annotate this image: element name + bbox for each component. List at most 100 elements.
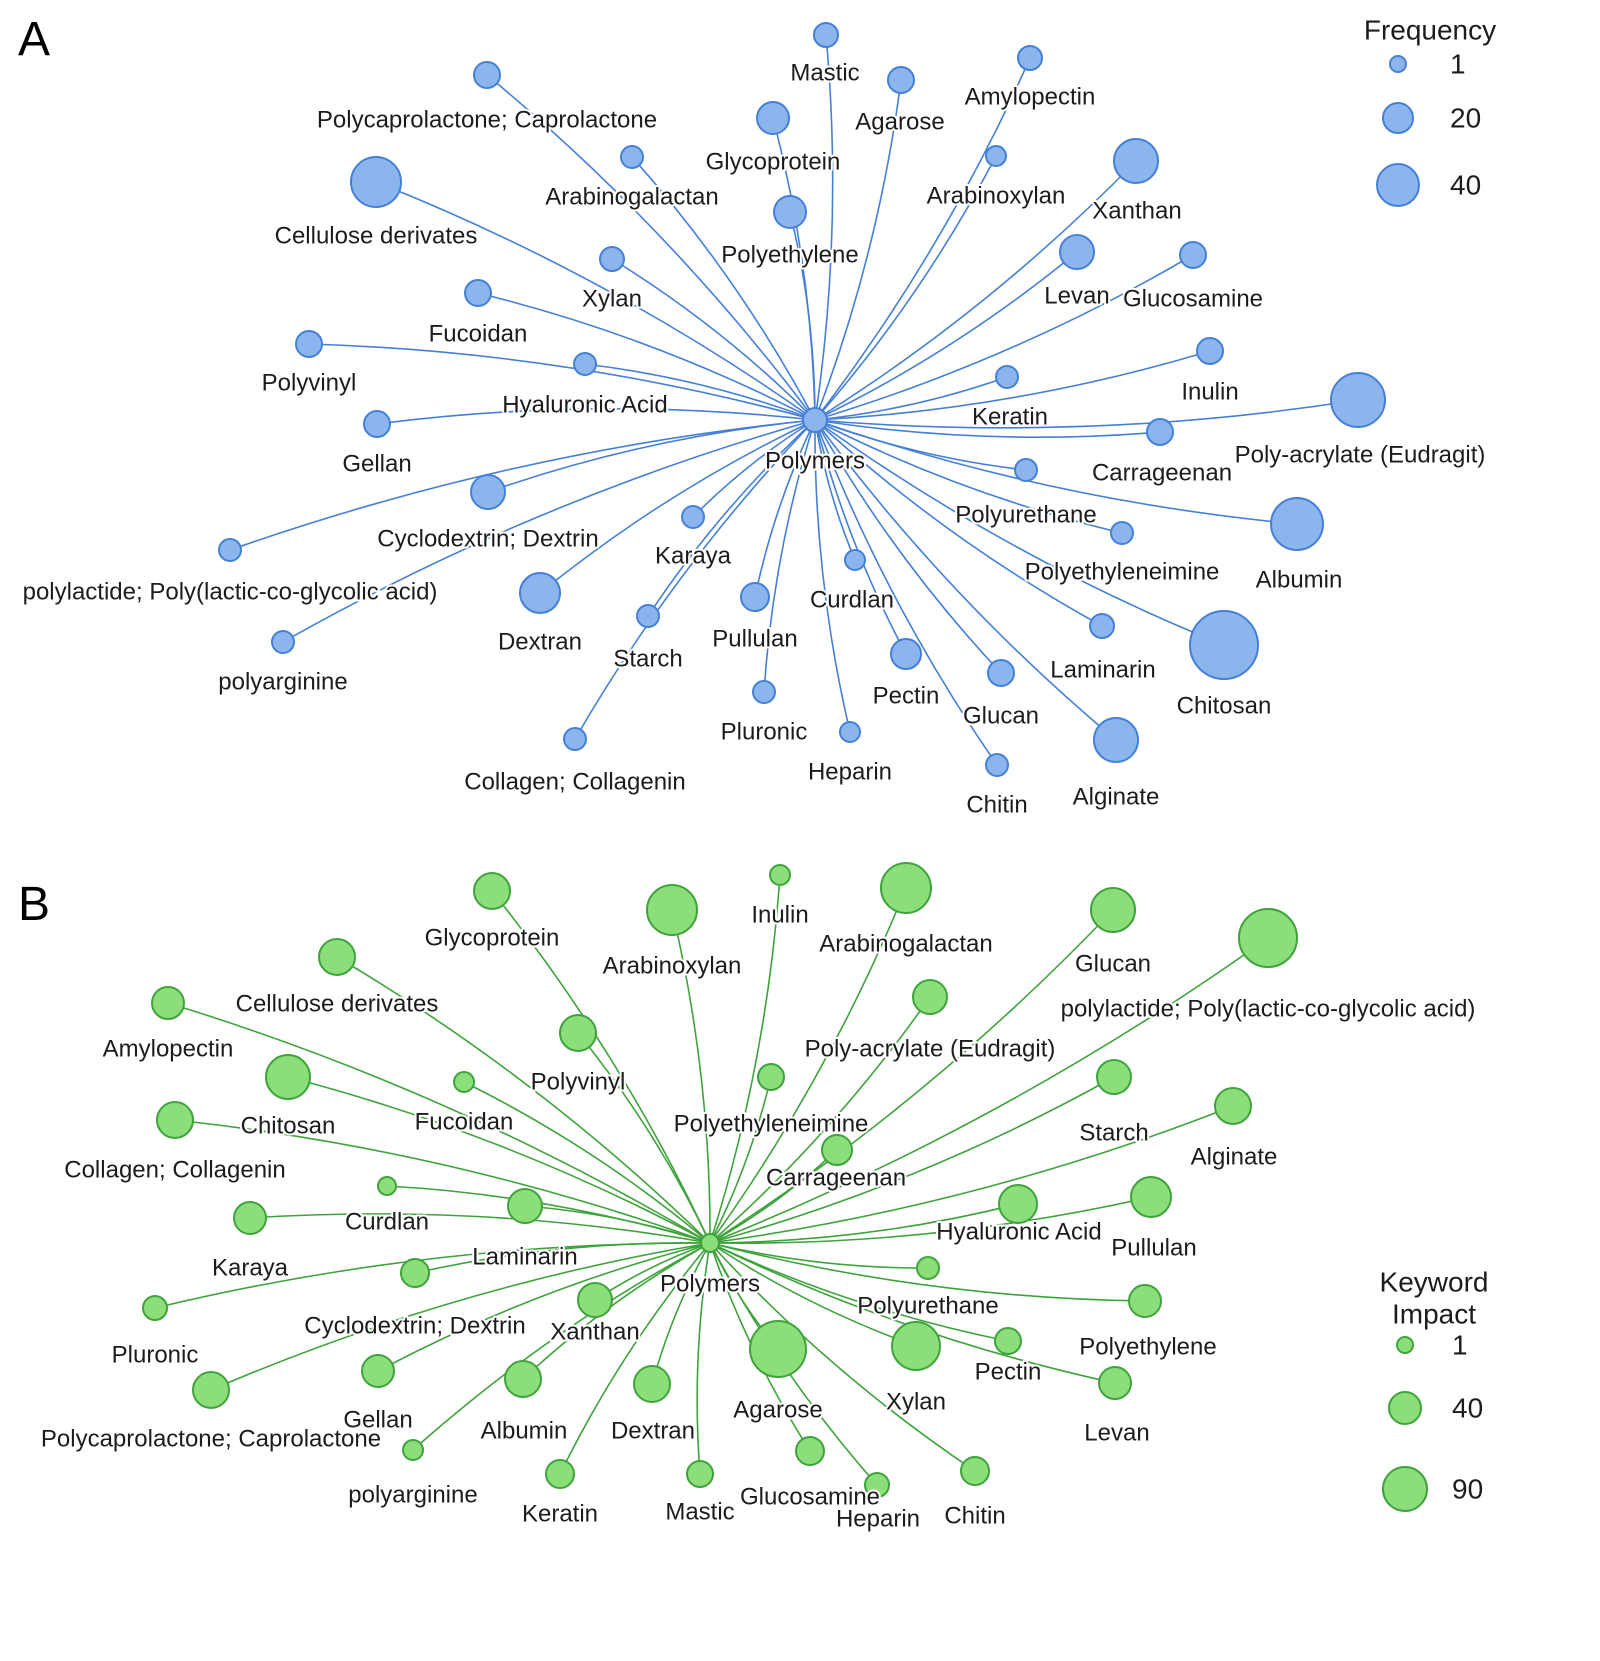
edge-polymers-to-glucosamine	[814, 254, 1194, 421]
node-collagen-collagenin	[563, 727, 587, 751]
panel-b-bubbles	[142, 862, 1298, 1498]
node-polyethylene	[1128, 1284, 1162, 1318]
node-label-karaya: Karaya	[655, 543, 732, 570]
edge-polymers-to-pectin	[814, 419, 907, 655]
edge-polymers-to-cellulose-derivates	[375, 181, 816, 421]
node-label-arabinoxylan: Arabinoxylan	[603, 953, 742, 980]
node-xanthan	[1113, 138, 1159, 184]
edge-polymers-to-poly-acrylate-eudragit	[709, 996, 931, 1244]
node-label-agarose: Agarose	[733, 1397, 822, 1424]
node-label-polyethyleneimine: Polyethyleneimine	[1025, 559, 1220, 586]
node-label-polyvinyl: Polyvinyl	[531, 1069, 626, 1096]
node-label-chitosan: Chitosan	[241, 1113, 336, 1140]
node-label-carrageenan: Carrageenan	[1092, 460, 1232, 487]
node-label-polycaprolactone-caprolactone: Polycaprolactone; Caprolactone	[317, 107, 657, 134]
edge-polymers-to-karaya	[692, 419, 816, 518]
node-label-curdlan: Curdlan	[810, 587, 894, 614]
node-inulin	[1196, 337, 1224, 365]
edge-polymers-to-starch	[709, 1076, 1115, 1244]
node-karaya	[681, 505, 705, 529]
legend-bubble-keyword-impact-90	[1382, 1466, 1428, 1512]
edge-polymers-to-inulin	[709, 874, 781, 1244]
panel-a-labels: MasticAgaroseAmylopectinPolycaprolactone…	[21, 58, 1488, 821]
edge-polymers-to-keratin	[559, 1242, 711, 1475]
node-fucoidan	[464, 279, 492, 307]
node-label-polylactide-poly-lactic-co-glycolic-acid: polylactide; Poly(lactic-co-glycolic aci…	[23, 579, 438, 606]
edge-polymers-to-carrageenan	[814, 419, 1161, 439]
edge-polymers-to-chitin	[709, 1242, 976, 1472]
edge-polymers-to-glucan	[709, 909, 1114, 1244]
legend-value-keyword-impact-40: 40	[1452, 1393, 1483, 1424]
node-label-glucosamine: Glucosamine	[1123, 286, 1263, 313]
node-glycoprotein	[473, 872, 511, 910]
edge-polymers-to-xylan	[611, 258, 816, 421]
node-polyethyleneimine	[1110, 521, 1134, 545]
edge-polymers-to-levan	[814, 251, 1078, 421]
node-pluronic	[142, 1295, 168, 1321]
edge-polymers-to-carrageenan	[709, 1149, 838, 1244]
edge-polymers-to-arabinoxylan	[814, 155, 997, 421]
edge-polymers-to-polycaprolactone-caprolactone	[486, 74, 816, 421]
node-label-inulin: Inulin	[751, 902, 808, 929]
node-starch	[1096, 1059, 1132, 1095]
edge-polymers-to-poly-acrylate-eudragit	[814, 399, 1359, 429]
edge-polymers-to-collagen-collagenin	[574, 419, 816, 740]
edge-polymers-to-arabinogalactan	[631, 156, 816, 421]
panel-b-edges	[154, 874, 1269, 1486]
node-label-cellulose-derivates: Cellulose derivates	[236, 991, 439, 1018]
edge-polymers-to-alginate	[709, 1105, 1234, 1244]
node-albumin	[1270, 497, 1324, 551]
node-cellulose-derivates	[350, 156, 402, 208]
edge-polymers-to-hyaluronic-acid	[709, 1203, 1019, 1244]
edge-polymers-to-mastic	[696, 1242, 711, 1475]
node-glucosamine	[1179, 241, 1207, 269]
node-label-arabinogalactan: Arabinogalactan	[819, 931, 992, 958]
node-label-polycaprolactone-caprolactone: Polycaprolactone; Caprolactone	[41, 1426, 381, 1453]
node-label-pectin: Pectin	[975, 1359, 1042, 1386]
center-node-polymers	[700, 1233, 720, 1253]
node-label-fucoidan: Fucoidan	[429, 321, 528, 348]
panel-b: GlycoproteinInulinArabinoxylanArabinogal…	[18, 862, 1488, 1535]
node-label-pullulan: Pullulan	[712, 626, 797, 653]
node-label-polylactide-poly-lactic-co-glycolic-acid: polylactide; Poly(lactic-co-glycolic aci…	[1061, 996, 1476, 1023]
node-agarose	[887, 66, 915, 94]
node-collagen-collagenin	[156, 1101, 194, 1139]
node-dextran	[633, 1365, 671, 1403]
edge-polymers-to-fucoidan	[477, 292, 816, 421]
node-heparin	[839, 721, 861, 743]
node-label-dextran: Dextran	[498, 629, 582, 656]
node-hyaluronic-acid	[998, 1184, 1038, 1224]
node-amylopectin	[151, 986, 185, 1020]
edge-polymers-to-polyarginine	[412, 1242, 711, 1451]
node-karaya	[233, 1201, 267, 1235]
node-label-arabinoxylan: Arabinoxylan	[927, 183, 1066, 210]
edge-polymers-to-polyethylene	[789, 211, 816, 421]
node-curdlan	[844, 549, 866, 571]
node-label-cyclodextrin-dextrin: Cyclodextrin; Dextrin	[377, 526, 598, 553]
node-polyarginine	[271, 630, 295, 654]
node-label-amylopectin: Amylopectin	[103, 1036, 234, 1063]
legend-bubble-frequency-1	[1389, 55, 1407, 73]
node-label-pluronic: Pluronic	[721, 719, 808, 746]
edge-polymers-to-pullulan	[709, 1196, 1152, 1245]
node-arabinogalactan	[880, 862, 932, 914]
node-cyclodextrin-dextrin	[470, 474, 506, 510]
node-label-albumin: Albumin	[481, 1418, 568, 1445]
legend-value-keyword-impact-1: 1	[1452, 1330, 1468, 1361]
node-polyethyleneimine	[757, 1063, 785, 1091]
edge-polymers-to-polyarginine	[282, 419, 816, 643]
edge-polymers-to-amylopectin	[167, 1002, 711, 1244]
node-pectin	[890, 638, 922, 670]
node-label-arabinogalactan: Arabinogalactan	[545, 184, 718, 211]
edge-polymers-to-pectin	[709, 1242, 1009, 1342]
edge-polymers-to-starch	[647, 419, 816, 617]
legend-title-keyword-impact-line-2: Impact	[1392, 1299, 1476, 1330]
node-cellulose-derivates	[318, 938, 356, 976]
edge-polymers-to-albumin	[814, 419, 1298, 525]
panel-letter-b: B	[18, 878, 50, 931]
edge-polymers-to-arabinoxylan	[671, 909, 711, 1244]
edge-polymers-to-gellan	[376, 407, 816, 425]
